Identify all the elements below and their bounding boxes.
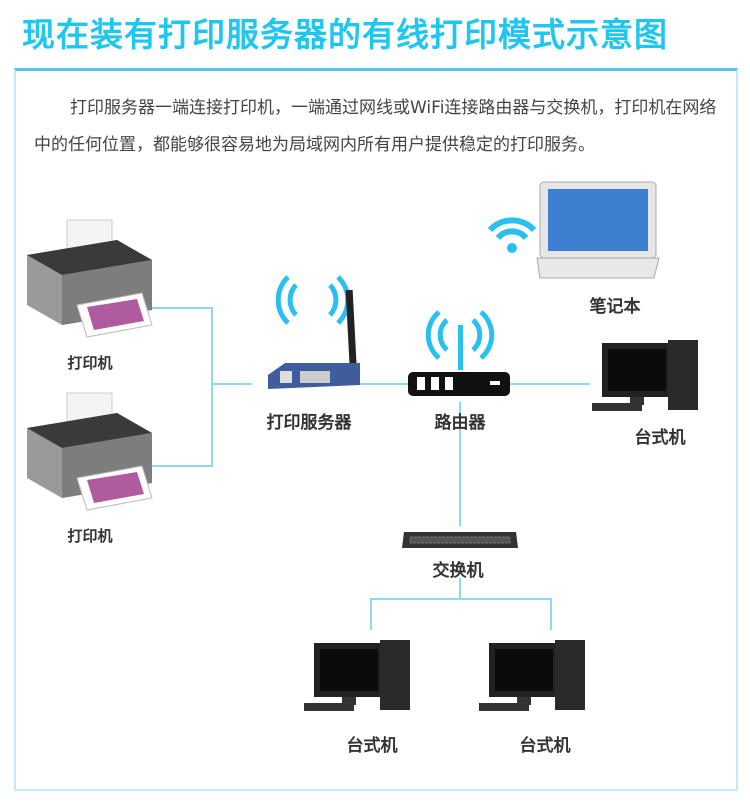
connection-line [459, 578, 461, 598]
print-server-label: 打印服务器 [266, 413, 352, 433]
connection-line [459, 402, 461, 526]
desktop-label: 台式机 [634, 428, 686, 448]
connection-line [370, 598, 552, 600]
connection-line [150, 465, 212, 467]
desktop-icon [592, 340, 698, 411]
connection-line [360, 383, 408, 385]
printer-icon [27, 219, 153, 338]
connection-line [550, 598, 552, 630]
laptop-icon [487, 181, 660, 279]
intro-text: 打印服务器一端连接打印机，一端通过网线或WiFi连接路由器与交换机，打印机在网络… [34, 98, 717, 155]
print-server-icon [268, 275, 360, 389]
switch-icon [402, 532, 518, 548]
printer-icon [27, 392, 153, 511]
diagram-frame [14, 68, 738, 791]
desktop-icon [304, 640, 410, 711]
desktop-label: 台式机 [519, 736, 571, 756]
connection-line [370, 598, 372, 630]
printer-label: 打印机 [67, 354, 113, 372]
laptop-label: 笔记本 [589, 297, 641, 317]
connection-line [211, 307, 213, 467]
page-title: 现在装有打印服务器的有线打印模式示意图 [22, 15, 668, 54]
desktop-icon [479, 640, 585, 711]
router-label: 路由器 [434, 413, 486, 433]
desktop-label: 台式机 [346, 736, 398, 756]
connection-line [150, 307, 212, 309]
printer-label: 打印机 [67, 527, 113, 545]
router-icon [408, 310, 510, 396]
connection-line [212, 383, 252, 385]
switch-label: 交换机 [432, 561, 484, 581]
connection-line [508, 383, 590, 385]
